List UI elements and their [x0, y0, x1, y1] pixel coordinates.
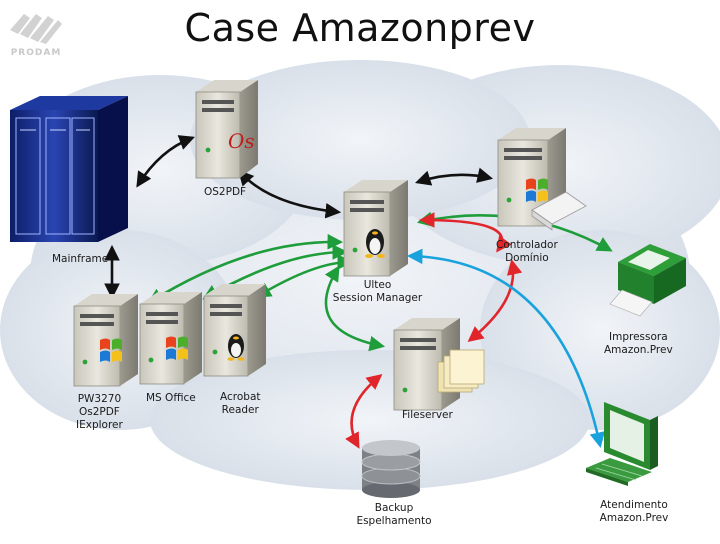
link-ulteo-fileserver: [324, 265, 386, 352]
impressora-label: Impressora Amazon.Prev: [604, 331, 673, 356]
controlador-label: Controlador Domínio: [496, 239, 558, 264]
os2pdf-server-icon: Os: [195, 80, 258, 179]
link-ulteo-atendimento: [406, 248, 605, 449]
mainframe-label: Mainframe: [52, 253, 109, 265]
pw3270-server-icon: [73, 294, 138, 387]
tux-icon: [365, 229, 385, 258]
pw3270-label: PW3270 Os2PDF IExplorer: [76, 393, 123, 431]
database-icon: [361, 440, 421, 498]
msoffice-server-icon: [139, 292, 202, 385]
windows-flag-icon: [526, 178, 548, 202]
fileserver-icon: [393, 318, 485, 411]
fileserver-label: Fileserver: [402, 409, 453, 421]
ulteo-label: Ulteo Session Manager: [332, 279, 423, 304]
controlador-server-icon: [497, 128, 587, 231]
os2pdf-label: OS2PDF: [204, 186, 247, 198]
backup-label: Backup Espelhamento: [356, 502, 432, 527]
mainframe-icon: [10, 96, 128, 242]
atendimento-label: Atendimento Amazon.Prev: [599, 499, 669, 524]
link-fileserver-backup: [345, 374, 383, 449]
msoffice-label: MS Office: [146, 392, 196, 404]
printer-icon: [609, 244, 686, 317]
acrobat-label: Acrobat Reader: [220, 391, 261, 416]
link-ulteo-acrobat: [255, 254, 354, 298]
folders-icon: [437, 349, 485, 393]
link-ulteo-controlador-red: [418, 212, 512, 253]
link-mainframe-os2pdf: [136, 135, 195, 188]
os2pdf-badge: Os: [228, 129, 255, 153]
prodam-logo: [10, 14, 62, 44]
page-title: Case Amazonprev: [184, 6, 536, 50]
ulteo-server-icon: [343, 180, 408, 277]
acrobat-server-icon: [203, 284, 266, 377]
address-book-icon: [531, 191, 587, 231]
prodam-logo-text: PRODAM: [10, 48, 62, 58]
link-os2pdf-ulteo: [237, 169, 342, 219]
link-ulteo-controlador: [415, 167, 494, 186]
workstation-icon: [586, 402, 658, 486]
